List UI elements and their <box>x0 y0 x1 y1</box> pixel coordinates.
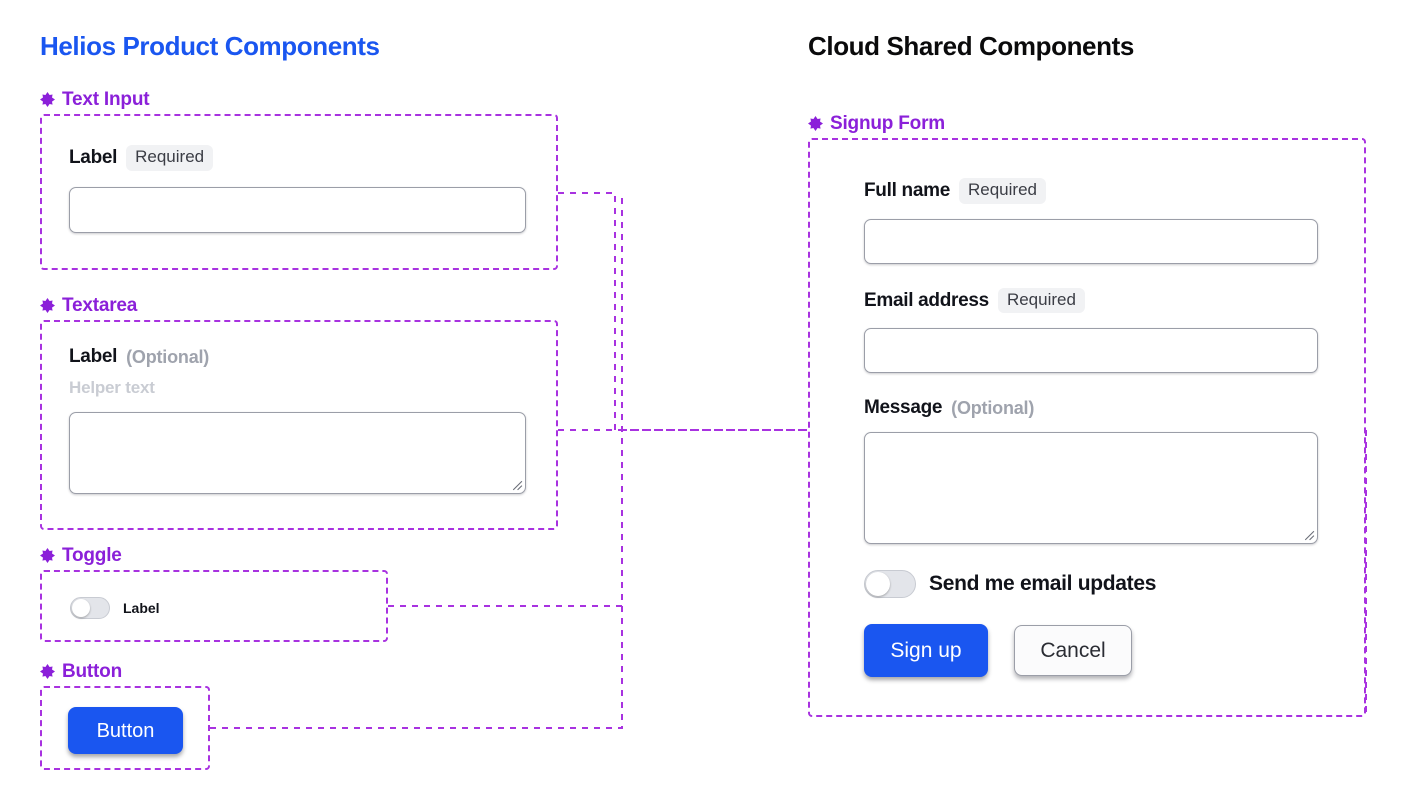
toggle-label: Label <box>123 600 160 616</box>
full-name-input[interactable] <box>864 218 1318 264</box>
section-label-toggle: Toggle <box>40 546 122 565</box>
message-optional-tag: (Optional) <box>951 397 1035 418</box>
email-updates-label: Send me email updates <box>929 572 1157 596</box>
textarea-wrapper <box>69 412 526 494</box>
demo-button[interactable]: Button <box>68 707 183 754</box>
text-input-label-row: Label Required <box>69 145 526 171</box>
sign-up-button[interactable]: Sign up <box>864 624 988 678</box>
message-label-row: Message (Optional) <box>864 398 1318 417</box>
textarea-helper-text: Helper text <box>69 378 155 397</box>
email-label: Email address <box>864 290 989 312</box>
section-label-text: Toggle <box>62 545 122 566</box>
text-input-label: Label <box>69 147 118 169</box>
full-name-label-row: Full name Required <box>864 178 1318 204</box>
page-title-left: Helios Product Components <box>40 31 380 61</box>
toggle-switch[interactable] <box>70 597 110 619</box>
email-label-row: Email address Required <box>864 287 1318 314</box>
cancel-button[interactable]: Cancel <box>1014 625 1132 677</box>
section-label-text: Signup Form <box>830 113 945 134</box>
section-label-text-input: Text Input <box>40 89 150 110</box>
textarea-optional-tag: (Optional) <box>126 346 210 367</box>
diamond-flower-icon <box>40 92 55 107</box>
email-input[interactable] <box>864 328 1318 374</box>
section-label-button: Button <box>40 662 122 681</box>
full-name-label: Full name <box>864 180 950 202</box>
diamond-flower-icon <box>40 548 55 563</box>
form-actions: Sign up Cancel <box>864 624 1318 678</box>
message-wrapper <box>864 432 1318 545</box>
section-label-text: Textarea <box>62 295 138 316</box>
frame-text-input: Label Required <box>40 114 558 270</box>
message-label: Message <box>864 397 943 419</box>
email-updates-toggle-row: Send me email updates <box>864 570 1318 599</box>
diamond-flower-icon <box>40 664 55 679</box>
section-label-signup-form: Signup Form <box>808 114 945 133</box>
diamond-flower-icon <box>40 298 55 313</box>
text-input-field[interactable] <box>69 186 526 233</box>
page-title-right: Cloud Shared Components <box>808 31 1134 61</box>
section-label-text: Text Input <box>62 89 150 110</box>
message-textarea[interactable] <box>864 432 1318 545</box>
section-label-textarea: Textarea <box>40 296 137 315</box>
frame-textarea: Label (Optional) Helper text <box>40 320 558 530</box>
frame-button: Button <box>40 686 210 770</box>
toggle-knob <box>72 599 90 617</box>
text-input-required-badge: Required <box>126 145 214 171</box>
section-label-text: Button <box>62 661 122 682</box>
email-updates-toggle[interactable] <box>864 570 916 599</box>
email-required-badge: Required <box>997 287 1085 314</box>
toggle-row: Label <box>70 597 160 619</box>
frame-signup-form: Full name Required Email address Require… <box>808 138 1366 717</box>
textarea-field[interactable] <box>69 412 526 494</box>
connector-text-input <box>558 192 808 431</box>
toggle-knob <box>866 572 890 597</box>
diamond-flower-icon <box>808 116 823 131</box>
frame-toggle: Label <box>40 570 388 642</box>
textarea-label: Label <box>69 346 118 367</box>
textarea-label-row: Label (Optional) <box>69 347 526 366</box>
full-name-required-badge: Required <box>958 178 1046 204</box>
